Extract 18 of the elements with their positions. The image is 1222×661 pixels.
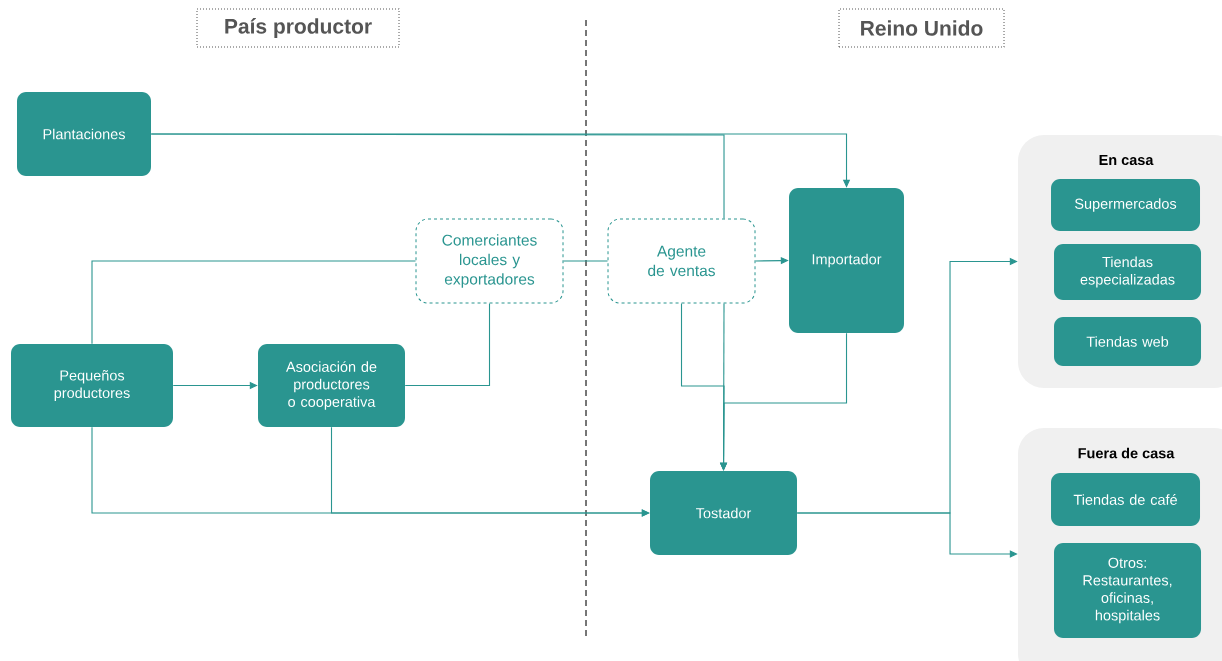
intermediary-box: Comerciantes locales y exportadores <box>415 218 564 304</box>
connector-line <box>91 260 417 345</box>
process-box: Tiendas de café <box>1051 473 1200 526</box>
process-box: Plantaciones <box>17 92 151 176</box>
process-box: Tiendas web <box>1054 317 1201 366</box>
region-heading: País productor <box>196 8 400 48</box>
process-box: Tiendas especializadas <box>1054 244 1201 300</box>
process-box: Importador <box>789 188 904 333</box>
connector-line <box>404 302 491 387</box>
process-box: Asociación de productores o cooperativa <box>258 344 405 427</box>
connector-line <box>150 133 725 220</box>
connector-line <box>562 260 609 262</box>
process-box: Supermercados <box>1051 179 1200 231</box>
process-box: Tostador <box>650 471 797 555</box>
intermediary-box: Agente de ventas <box>607 218 756 304</box>
process-box: Otros: Restaurantes, oficinas, hospitales <box>1054 543 1201 638</box>
region-heading: Reino Unido <box>838 8 1005 48</box>
process-box: Pequeños productores <box>11 344 173 427</box>
